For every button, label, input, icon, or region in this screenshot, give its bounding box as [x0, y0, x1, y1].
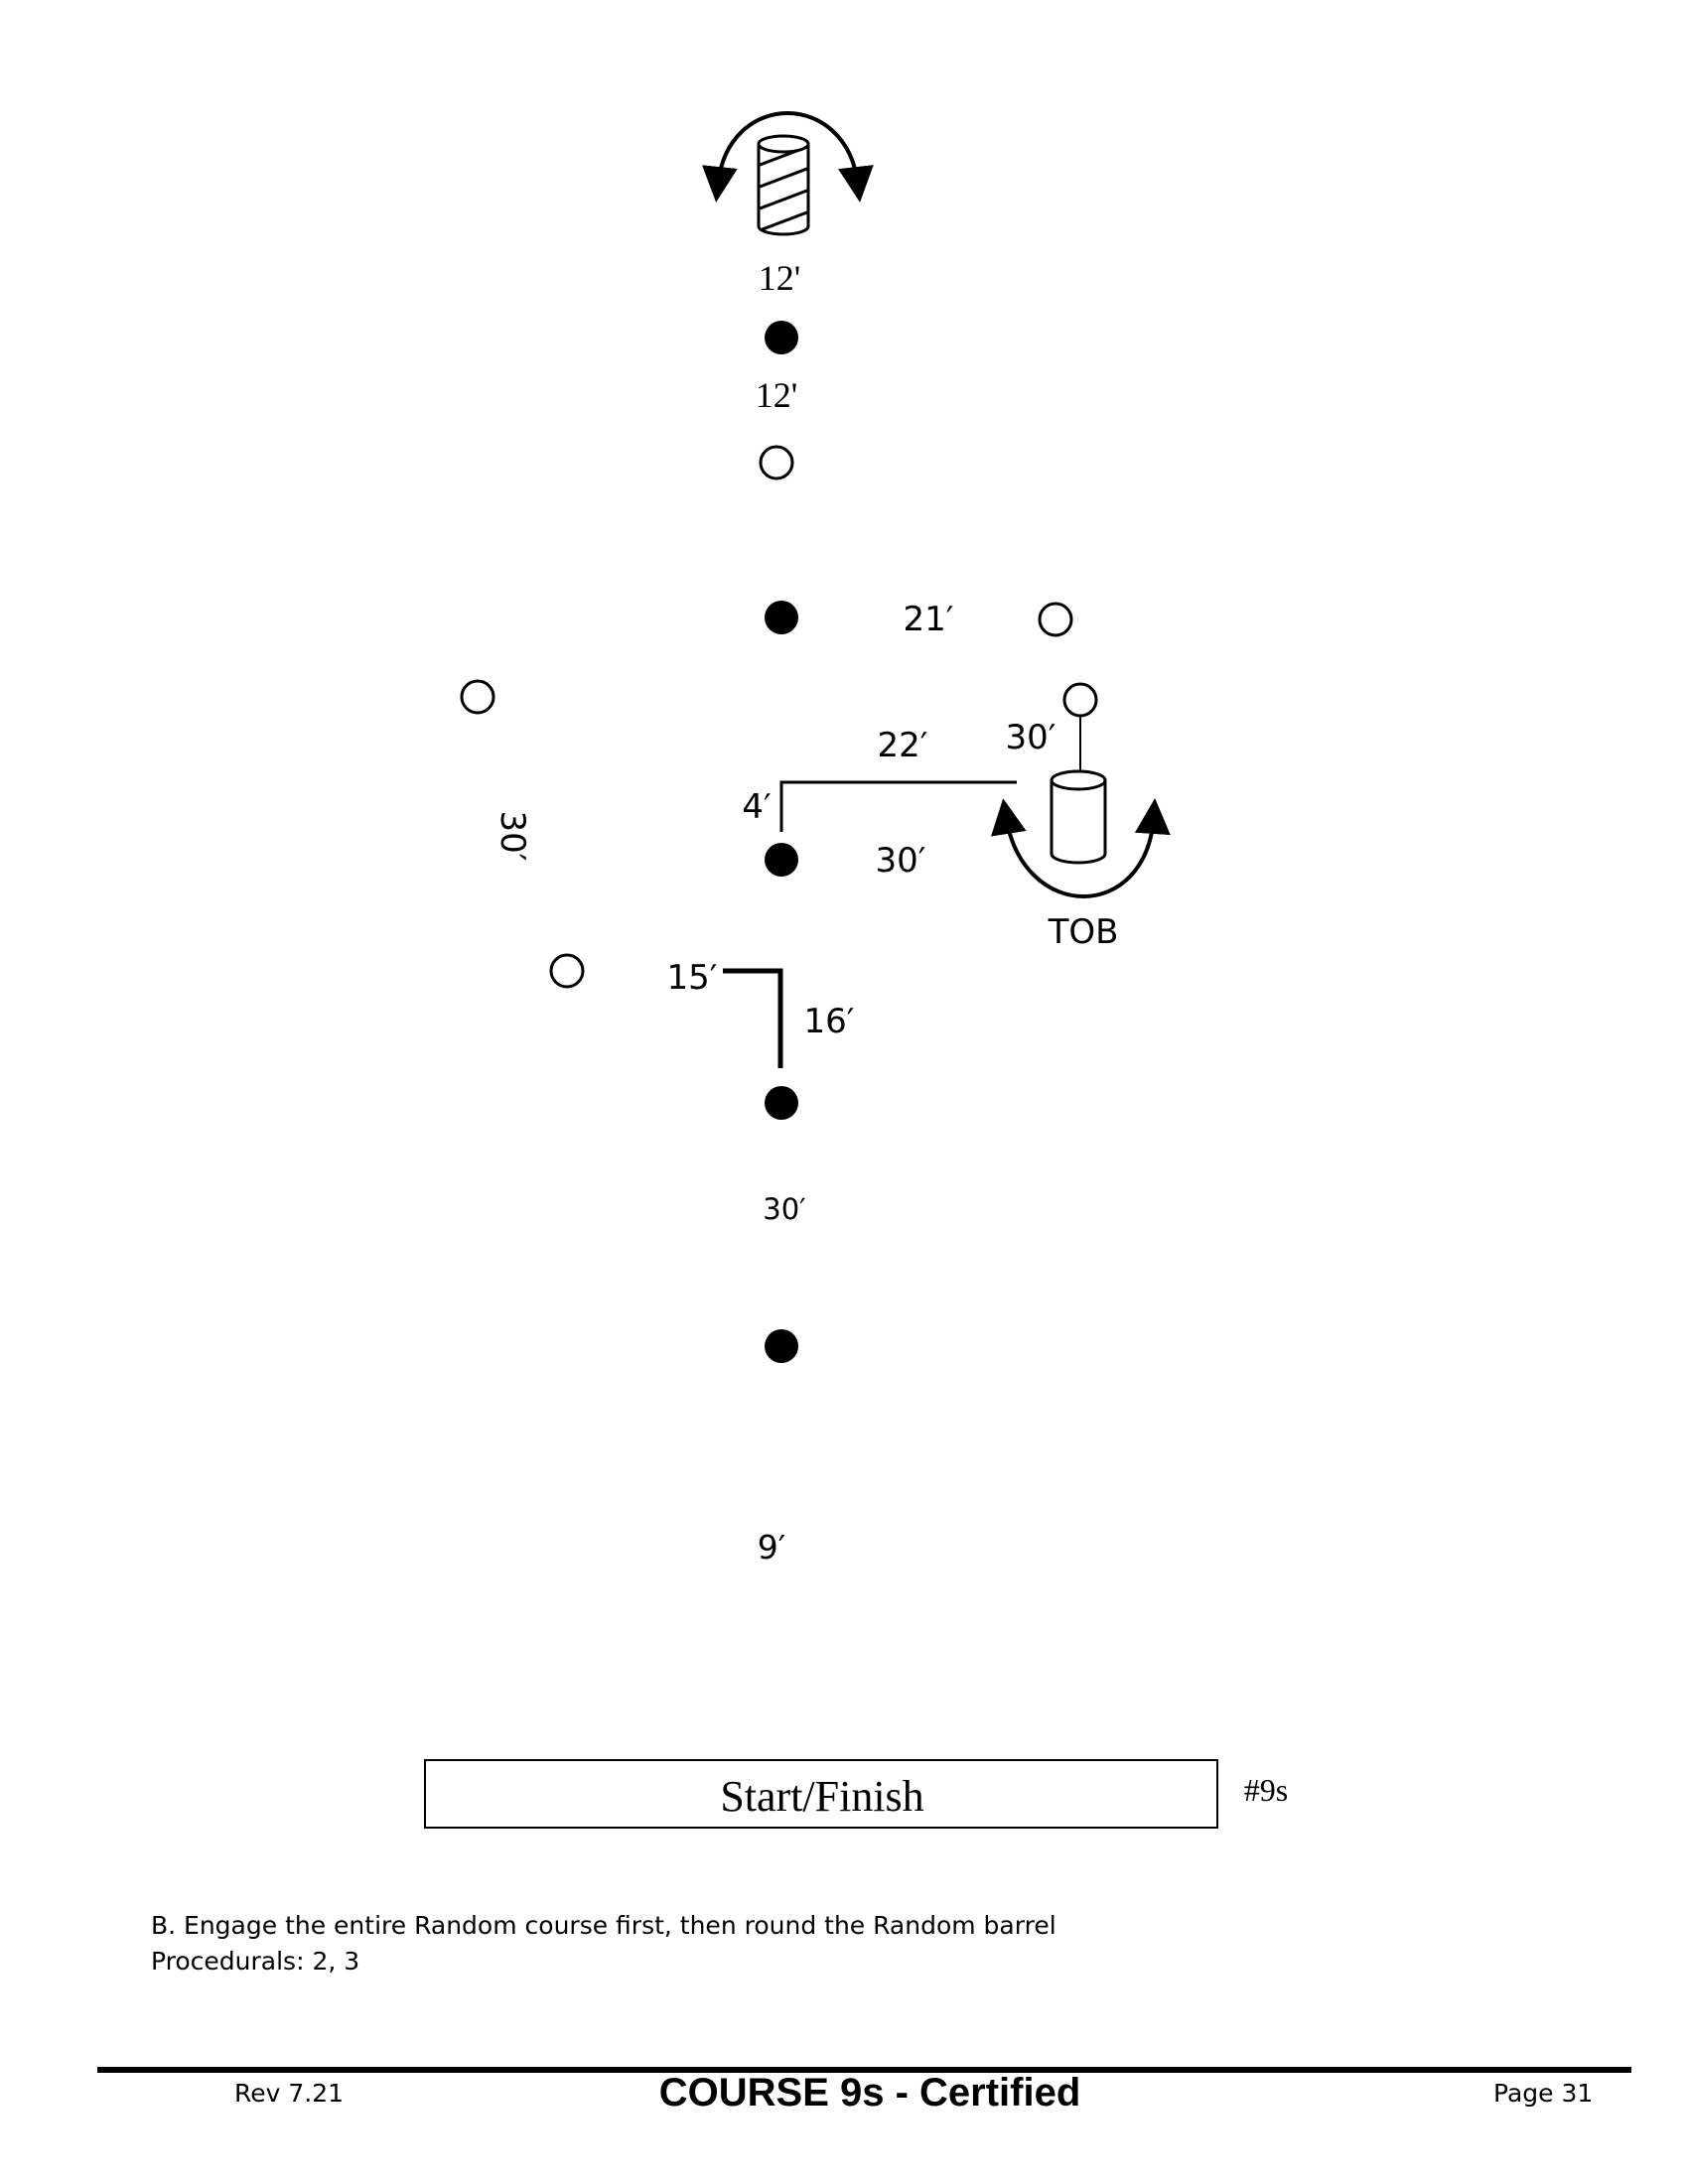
notes-line-2: Procedurals: 2, 3: [151, 1947, 360, 1976]
course-notes: B. Engage the entire Random course first…: [151, 1908, 1056, 1979]
footer-divider: [97, 2067, 1631, 2073]
steel-target: [765, 1329, 798, 1363]
distance-label: 22′: [878, 726, 928, 765]
no-shoot-target: [460, 679, 495, 715]
no-shoot-target: [1062, 682, 1098, 718]
distance-label: 9′: [758, 1528, 786, 1567]
steel-target: [765, 843, 798, 877]
notes-line-1: B. Engage the entire Random course first…: [151, 1911, 1056, 1940]
steel-target: [765, 601, 798, 634]
distance-label-rotated: 30′: [492, 811, 532, 862]
tob-barrel: [991, 682, 1171, 898]
steel-target: [765, 321, 798, 354]
distance-label-top: 12': [759, 258, 801, 298]
footer-revision: Rev 7.21: [234, 2079, 345, 2108]
rotation-arrow-top: [701, 111, 874, 203]
course-id: #9s: [1244, 1772, 1288, 1808]
distance-label: 12': [756, 375, 798, 415]
distance-label: 30′: [876, 841, 926, 881]
no-shoot-target: [549, 953, 585, 989]
start-finish-label: Start/Finish: [720, 1772, 923, 1821]
distance-label: 30′: [1006, 718, 1056, 757]
footer-page-number: Page 31: [1493, 2079, 1594, 2108]
no-shoot-target: [1038, 602, 1073, 637]
tob-label: TOB: [1048, 912, 1119, 952]
start-finish-box: [424, 1759, 1218, 1829]
distance-label: 21′: [904, 600, 954, 639]
angle-bracket: [723, 968, 783, 1068]
distance-label: 30′: [763, 1192, 806, 1226]
barrel-stripes: [759, 143, 808, 230]
striped-barrel: [701, 111, 874, 236]
footer-title: COURSE 9s - Certified: [658, 2071, 1081, 2115]
distance-label: 15′: [667, 958, 718, 998]
steel-target: [765, 1086, 798, 1120]
rotation-arrow-tob: [991, 798, 1171, 898]
no-shoot-target: [759, 445, 794, 480]
distance-label: 4′: [742, 787, 771, 827]
distance-label: 16′: [804, 1002, 855, 1041]
lane-line: [779, 780, 1017, 832]
